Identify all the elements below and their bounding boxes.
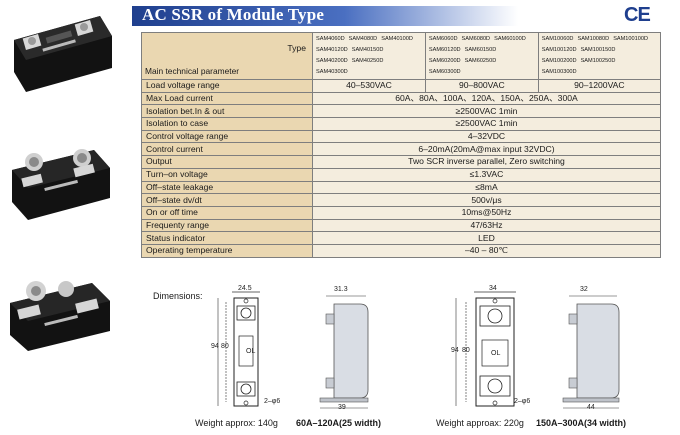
param-value: Two SCR inverse parallel, Zero switching (312, 155, 661, 169)
small-indicator-label: OL (246, 348, 256, 355)
large-hole-label: 2–φ6 (514, 398, 531, 405)
large-weight: Weight approax: 220g (436, 418, 524, 428)
product-image-1 (4, 10, 116, 94)
param-value: 10ms@50Hz (312, 205, 661, 220)
large-height-outer-label: 94 (451, 347, 459, 354)
small-front-drawing (217, 291, 260, 407)
param-value: –40 – 80℃ (312, 243, 661, 258)
small-hole-label: 2–φ6 (264, 398, 281, 405)
small-weight: Weight approx: 140g (195, 418, 278, 428)
product-image-3 (4, 267, 116, 351)
param-name: Load voltage range (141, 79, 313, 93)
param-value: 90–1200VAC (537, 79, 662, 93)
param-value: 47/63Hz (312, 218, 661, 233)
small-side-drawing (319, 295, 369, 409)
large-width-top-label: 34 (489, 285, 497, 292)
table-row: Load voltage range 40–530VAC 90–800VAC 9… (141, 79, 662, 93)
product-image-2 (4, 136, 116, 220)
param-value: 500v/μs (312, 193, 661, 207)
param-value: 60A、80A、100A、120A、150A、250A、300A (312, 91, 661, 106)
param-value: ≥2500VAC 1min (312, 104, 661, 119)
large-indicator-label: OL (491, 350, 501, 357)
param-name: Control current (141, 142, 313, 157)
small-width-top-label: 24.5 (238, 285, 252, 292)
param-name: Output (141, 155, 313, 169)
dimensions-title: Dimensions: (153, 291, 203, 301)
large-side-width-label: 32 (580, 286, 588, 293)
param-name: Turn–on voltage (141, 167, 313, 182)
ce-mark: CE (624, 4, 651, 26)
large-side-base-label: 44 (587, 404, 595, 411)
param-label: Main technical parameter (145, 66, 240, 76)
large-height-inner-label: 80 (462, 347, 470, 354)
param-value: ≤8mA (312, 180, 661, 195)
large-front-drawing (455, 291, 516, 407)
param-name: Operating temperature (141, 243, 313, 258)
table-row: Isolation to case≥2500VAC 1min (141, 117, 661, 131)
table-row: Turn–on voltage≤1.3VAC (141, 167, 661, 182)
param-name: On or off time (141, 205, 313, 220)
table-row: Operating temperature–40 – 80℃ (141, 243, 661, 258)
param-name: Frequenty range (141, 218, 313, 233)
param-value: ≥2500VAC 1min (312, 117, 661, 131)
param-value: 90–800VAC (424, 79, 539, 93)
param-name: Isolation bet.In & out (141, 104, 313, 119)
small-side-width-label: 31.3 (334, 286, 348, 293)
param-name: Isolation to case (141, 117, 313, 131)
param-value: 4–32VDC (312, 129, 661, 144)
small-height-outer-label: 94 (211, 343, 219, 350)
small-caption: 60A–120A(25 width) (296, 418, 382, 428)
header-banner (132, 6, 518, 26)
param-name: Max Load current (141, 91, 313, 106)
type-label: Type (287, 43, 306, 53)
page-title: AC SSR of Module Type (142, 5, 325, 24)
table-row: Isolation bet.In & out≥2500VAC 1min (141, 104, 661, 119)
param-name: Off–state leakage (141, 180, 313, 195)
table-row: Off–state leakage≤8mA (141, 180, 661, 195)
large-side-drawing (562, 295, 620, 409)
large-caption: 150A–300A(34 width) (536, 418, 627, 428)
param-value: ≤1.3VAC (312, 167, 661, 182)
param-name: Off–state dv/dt (141, 193, 313, 207)
param-name: Status indicator (141, 231, 313, 245)
param-value: 6–20mA(20mA@max input 32VDC) (312, 142, 661, 157)
header-param-cell: Type Main technical parameter (141, 32, 313, 80)
small-height-inner-label: 80 (221, 343, 229, 350)
param-value: LED (312, 231, 661, 245)
param-value: 40–530VAC (312, 79, 426, 93)
param-name: Control voltage range (141, 129, 313, 144)
small-side-base-label: 39 (338, 404, 346, 411)
